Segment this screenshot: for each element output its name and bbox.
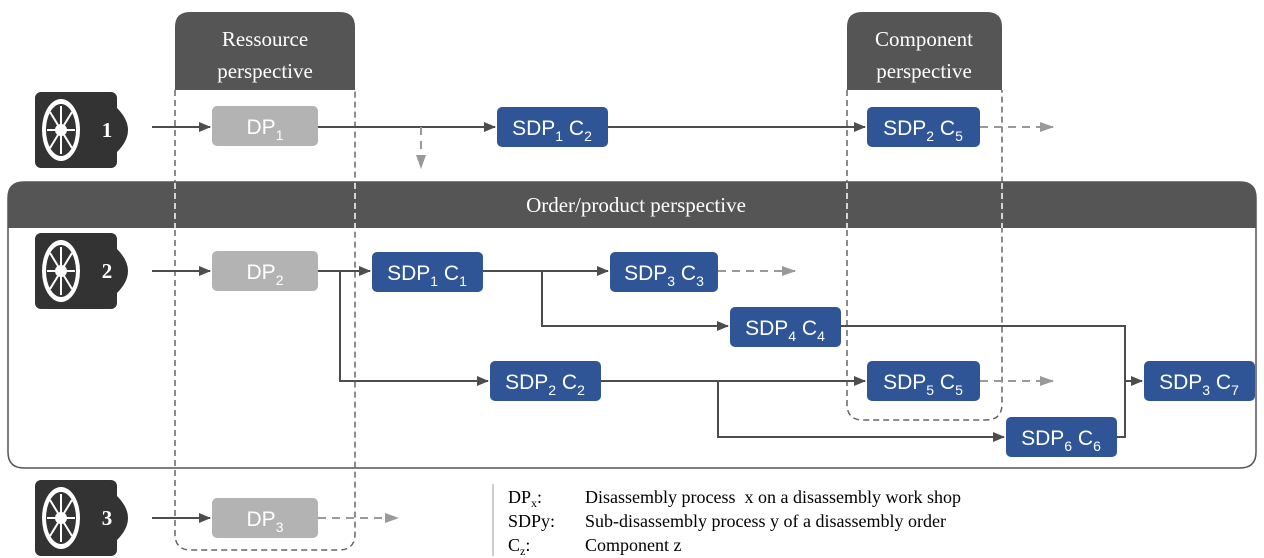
sdp2c5-box: SDP2 C5 [867,107,980,147]
svg-text:SDP1 C1: SDP1 C1 [387,262,467,289]
svg-text:SDP4 C4: SDP4 C4 [745,317,825,344]
engine-2-icon: 2 [35,233,128,309]
sdp6c6-box: SDP6 C6 [1006,417,1117,457]
component-perspective-label-2: perspective [876,59,972,83]
sdp3c7-box: SDP3 C7 [1144,361,1255,401]
sdp5c5-box: SDP5 C5 [867,361,980,401]
svg-text:SDP5 C5: SDP5 C5 [883,371,963,398]
sdp1c2-box: SDP1 C2 [497,107,608,147]
svg-text:SDP3 C7: SDP3 C7 [1159,371,1239,398]
svg-text:SDP6 C6: SDP6 C6 [1021,427,1101,454]
arrow-sdp2c2-sdp6c6 [717,381,1005,442]
engine-3-icon: 3 [35,480,128,556]
legend: DPx: Disassembly process x on a disassem… [492,484,961,558]
dp1-sub: 1 [276,127,284,143]
legend-term-dp: DP [508,487,531,507]
engine-1-number: 1 [102,118,113,142]
order-perspective-label: Order/product perspective [526,193,746,217]
legend-term-c: C [508,535,520,555]
dp2-box: DP2 [212,251,318,291]
svg-text:DP3: DP3 [247,508,284,535]
dashed-arrows [318,122,1054,523]
engine-2-number: 2 [102,259,113,283]
component-perspective-column: Component perspective [846,12,1003,421]
svg-text:DPx:: DPx: [508,487,542,510]
arrow-sdp6c6-merge [1117,381,1126,438]
legend-term-sdp: SDPy: [508,511,555,531]
svg-text:Cz:: Cz: [508,535,530,558]
dp1-label: DP [247,116,276,139]
component-perspective-label-1: Component [875,27,973,51]
legend-desc-c: Component z [585,535,682,555]
dp1-box: DP1 [212,106,318,146]
flow-arrows [152,122,1143,523]
legend-desc-dp: Disassembly process x on a disassembly w… [585,487,961,507]
dp3-sub: 3 [276,519,284,535]
resource-perspective-label-2: perspective [217,59,313,83]
resource-perspective-column: Ressource perspective [174,12,356,551]
engine-3-number: 3 [102,506,113,530]
svg-text:DP1: DP1 [247,116,284,143]
arrow-sdp4c4-merge [841,325,1126,381]
sdp1c1-box: SDP1 C1 [372,252,483,292]
sdp3c3-box: SDP3 C3 [610,252,718,292]
dp2-sub: 2 [276,272,284,288]
sdp4c4-box: SDP4 C4 [730,307,841,347]
engine-1-icon: 1 [35,92,128,168]
svg-text:SDP2 C2: SDP2 C2 [505,371,585,398]
sdp2c2-box: SDP2 C2 [490,361,601,401]
legend-desc-sdp: Sub-disassembly process y of a disassemb… [585,511,946,531]
dp3-label: DP [247,508,276,531]
dp2-label: DP [247,261,276,284]
svg-text:SDP1 C2: SDP1 C2 [512,117,592,144]
arrow-sdp1c1-sdp4c4 [541,271,729,331]
dp3-box: DP3 [212,498,318,538]
svg-text:DP2: DP2 [247,261,284,288]
svg-text:SDP2 C5: SDP2 C5 [883,117,963,144]
svg-text:SDP3 C3: SDP3 C3 [624,262,704,289]
resource-perspective-label-1: Ressource [222,27,308,51]
arrow-dp2-sdp2c2 [339,271,489,386]
